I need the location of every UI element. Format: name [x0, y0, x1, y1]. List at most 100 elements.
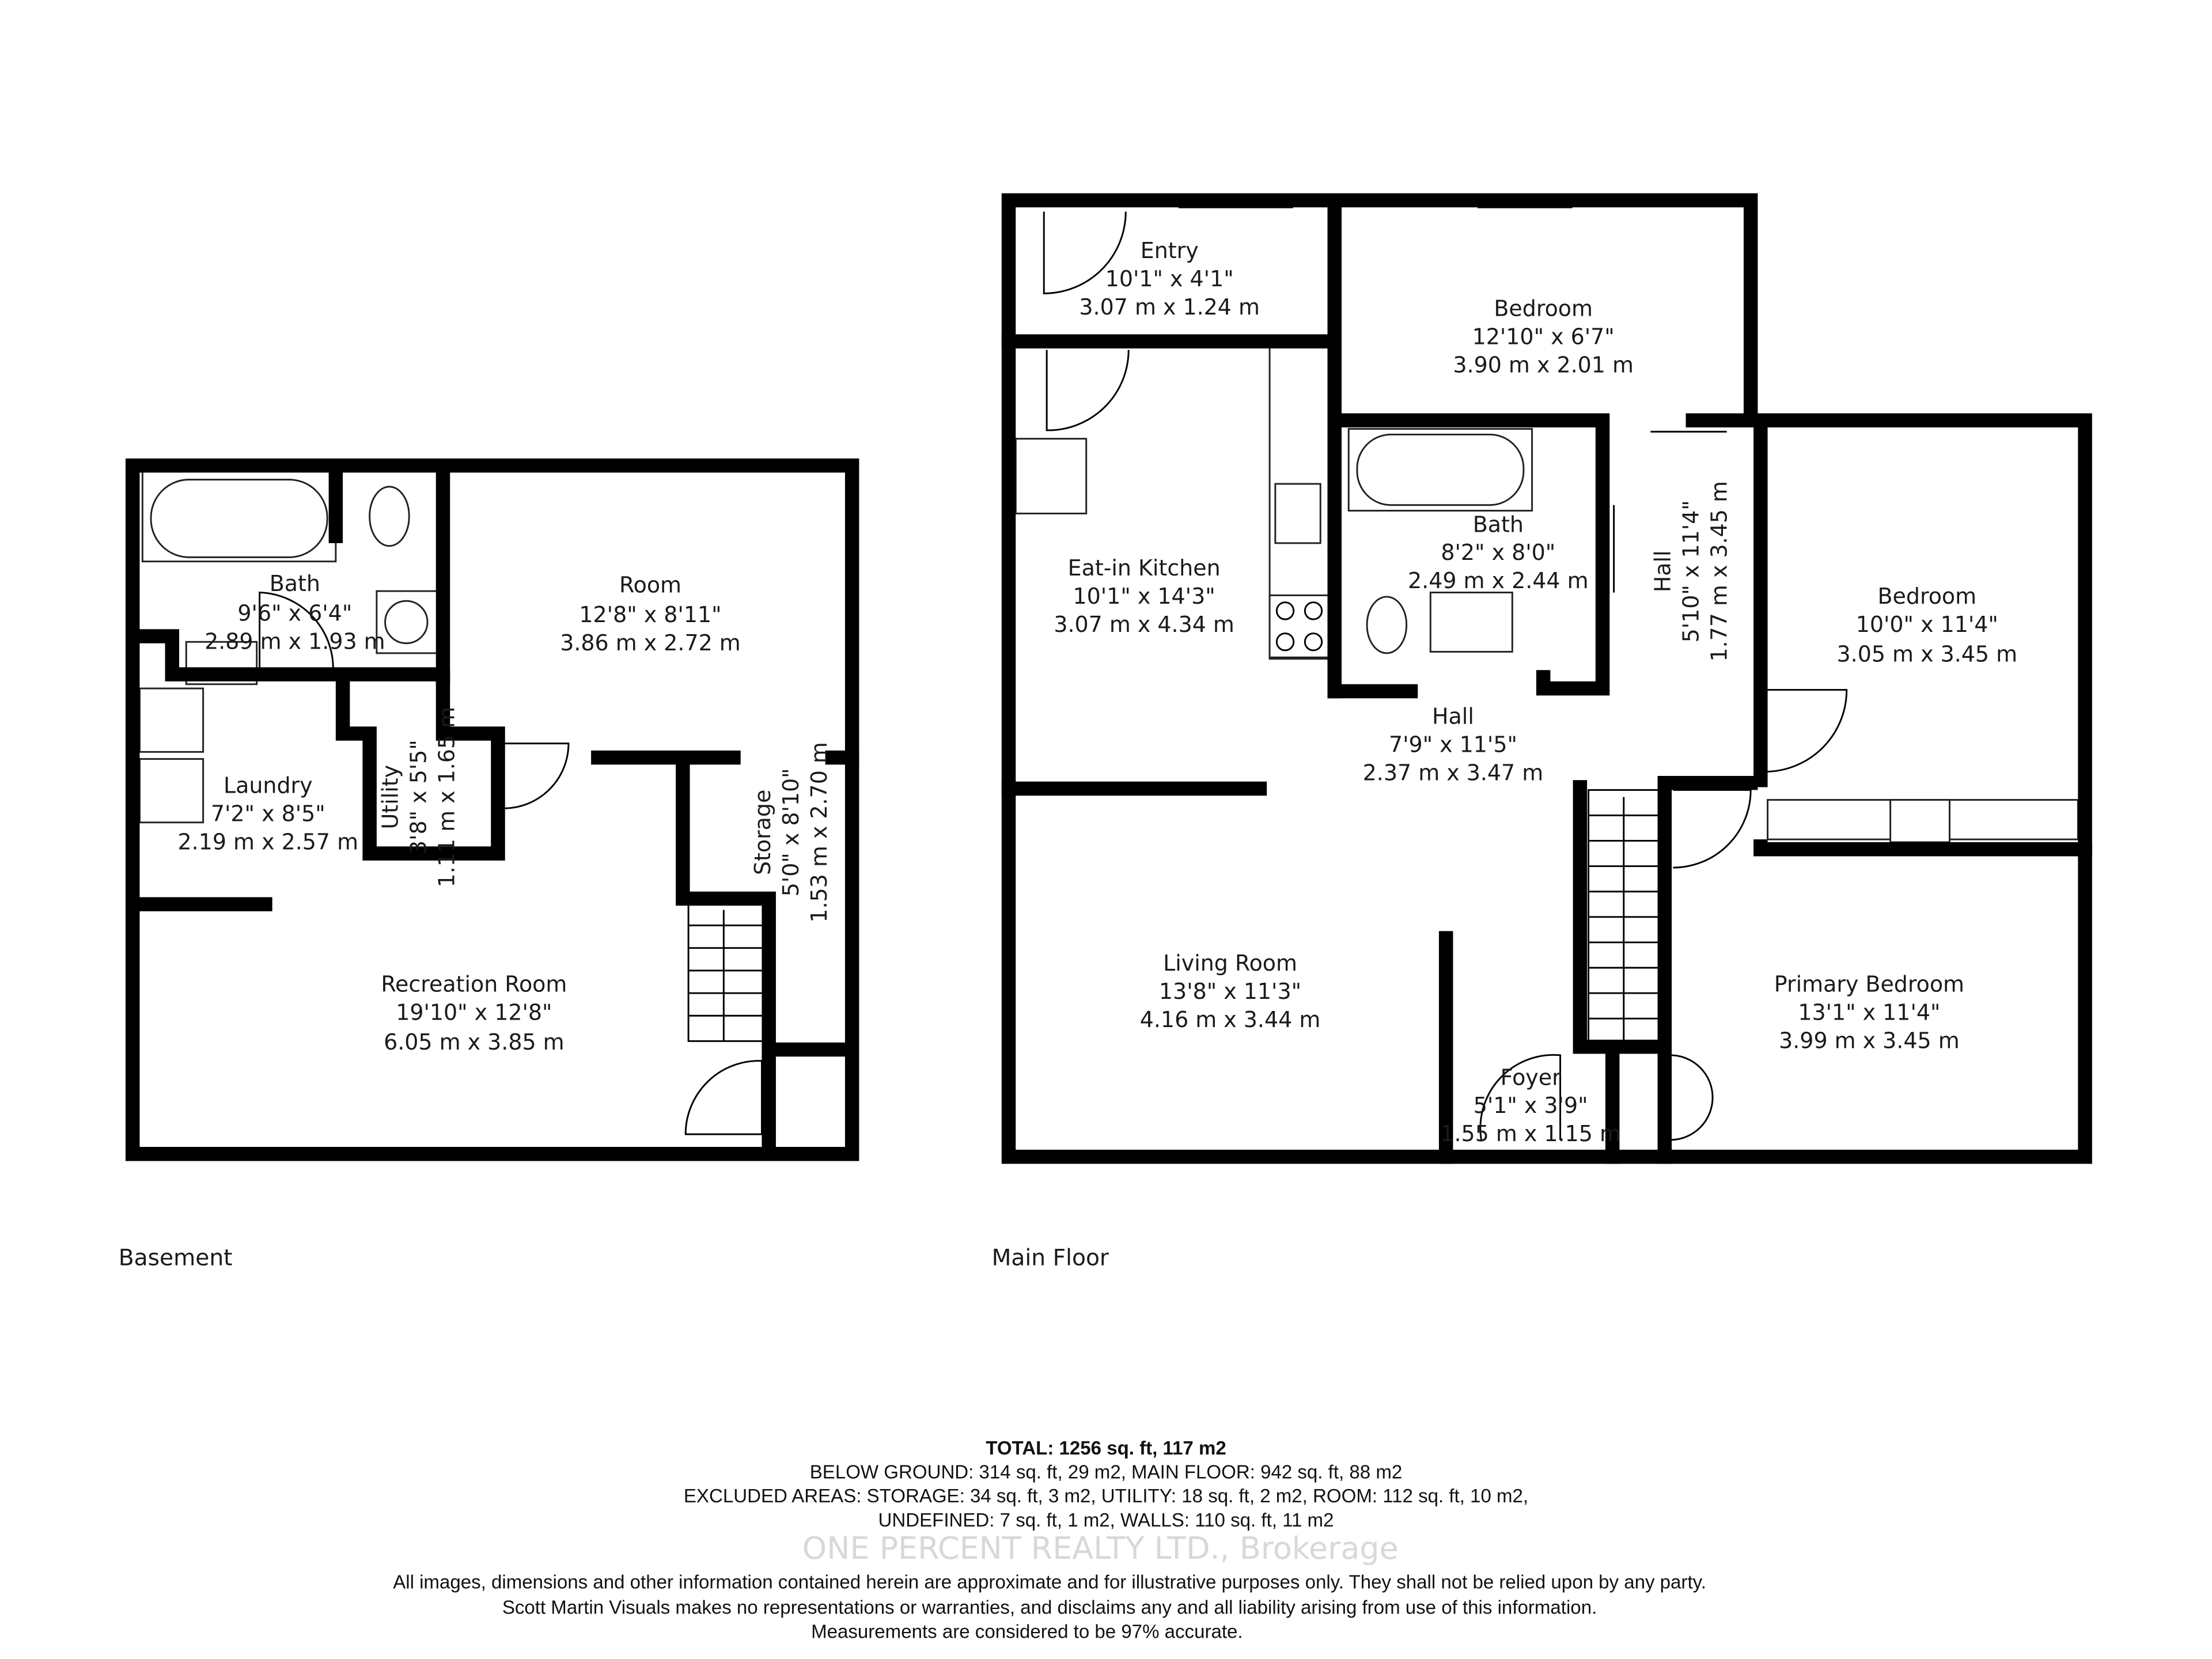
svg-text:Utility: Utility	[378, 765, 403, 830]
disclaimer: All images, dimensions and other informa…	[393, 1572, 1706, 1643]
room-label-eat-in-kitchen: Eat-in Kitchen 10'1" x 14'3" 3.07 m x 4.…	[1054, 555, 1234, 637]
room-label-room: Room 12'8" x 8'11" 3.86 m x 2.72 m	[560, 573, 741, 656]
door-kitchen	[1046, 350, 1130, 431]
room-label-recreation-room: Recreation Room 19'10" x 12'8" 6.05 m x …	[381, 972, 567, 1055]
disclaimer-line: Measurements are considered to be 97% ac…	[811, 1621, 1243, 1642]
kitchen-sink	[1274, 483, 1321, 544]
door-closet	[1669, 1054, 1714, 1141]
svg-text:4.16 m x 3.44 m: 4.16 m x 3.44 m	[1140, 1007, 1321, 1032]
toilet	[1366, 596, 1408, 654]
washer	[138, 687, 204, 753]
svg-text:19'10" x 12'8": 19'10" x 12'8"	[396, 1000, 552, 1025]
room-label-living-room: Living Room 13'8" x 11'3" 4.16 m x 3.44 …	[1140, 950, 1321, 1032]
svg-text:Recreation Room: Recreation Room	[381, 972, 567, 997]
svg-text:3.07 m x 1.24 m: 3.07 m x 1.24 m	[1079, 294, 1260, 320]
room-label-bedroom-1: Bedroom 12'10" x 6'7" 3.90 m x 2.01 m	[1453, 296, 1634, 378]
toilet	[369, 486, 410, 547]
svg-text:7'2" x 8'5": 7'2" x 8'5"	[211, 801, 325, 826]
summary-line: UNDEFINED: 7 sq. ft, 1 m2, WALLS: 110 sq…	[878, 1510, 1334, 1531]
svg-text:3.86 m x 2.72 m: 3.86 m x 2.72 m	[560, 630, 741, 656]
room-label-basement-bath: Bath 9'6" x 6'4" 2.89 m x 1.93 m	[204, 571, 385, 654]
svg-text:13'1" x 11'4": 13'1" x 11'4"	[1798, 1000, 1940, 1025]
door-foyer	[1479, 1054, 1562, 1141]
svg-text:Room: Room	[619, 573, 681, 598]
svg-text:2.37 m x 3.47 m: 2.37 m x 3.47 m	[1363, 760, 1544, 785]
door-bath	[259, 592, 334, 675]
svg-text:Laundry: Laundry	[224, 772, 313, 798]
svg-text:Hall: Hall	[1650, 550, 1676, 592]
svg-text:12'10" x 6'7": 12'10" x 6'7"	[1472, 324, 1615, 350]
svg-text:Hall: Hall	[1432, 703, 1474, 729]
room-label-hall: Hall 7'9" x 11'5" 2.37 m x 3.47 m	[1363, 703, 1544, 785]
svg-text:3.07 m x 4.34 m: 3.07 m x 4.34 m	[1054, 612, 1234, 637]
svg-text:10'1" x 14'3": 10'1" x 14'3"	[1073, 584, 1215, 609]
svg-text:2.89 m x 1.93 m: 2.89 m x 1.93 m	[204, 629, 385, 654]
wall-corner	[1331, 685, 1397, 697]
summary-line: EXCLUDED AREAS: STORAGE: 34 sq. ft, 3 m2…	[684, 1486, 1528, 1507]
room-label-utility: Utility 3'8" x 5'5" 1.11 m x 1.65 m	[378, 707, 460, 888]
svg-text:9'6" x 6'4": 9'6" x 6'4"	[237, 601, 352, 626]
vanity	[1429, 592, 1513, 653]
door-utility	[498, 743, 570, 809]
svg-text:Primary Bedroom: Primary Bedroom	[1774, 972, 1964, 997]
basement-walls	[125, 458, 859, 1161]
svg-text:1.77 m x 3.45 m: 1.77 m x 3.45 m	[1707, 481, 1732, 662]
room-label-primary-bedroom: Primary Bedroom 13'1" x 11'4" 3.99 m x 3…	[1774, 972, 1964, 1054]
svg-text:13'8" x 11'3": 13'8" x 11'3"	[1159, 979, 1301, 1004]
room-label-storage: Storage 5'0" x 8'10" 1.53 m x 2.70 m	[750, 742, 832, 923]
svg-text:Bedroom: Bedroom	[1494, 296, 1593, 321]
closet-box	[1889, 799, 1950, 843]
main-floor-walls	[1001, 193, 2092, 1164]
svg-text:3'8" x 5'5": 3'8" x 5'5"	[406, 740, 431, 854]
svg-text:1.55 m x 1.15 m: 1.55 m x 1.15 m	[1440, 1121, 1621, 1146]
main-stairs	[1588, 789, 1660, 1042]
svg-text:2.49 m x 2.44 m: 2.49 m x 2.44 m	[1408, 568, 1589, 593]
svg-text:Living Room: Living Room	[1163, 950, 1297, 976]
svg-text:5'10" x 11'4": 5'10" x 11'4"	[1679, 500, 1704, 642]
svg-text:8'2" x 8'0": 8'2" x 8'0"	[1441, 540, 1555, 565]
door-entry	[1043, 211, 1127, 294]
svg-text:Bath: Bath	[1473, 512, 1524, 537]
stove-burner	[1304, 601, 1323, 620]
bathtub-basin	[150, 479, 328, 558]
svg-text:Bedroom: Bedroom	[1878, 584, 1977, 609]
door-primary-bedroom	[1673, 789, 1752, 869]
floor-label-main: Main Floor	[992, 1245, 1109, 1271]
disclaimer-line: All images, dimensions and other informa…	[393, 1572, 1706, 1593]
svg-text:7'9" x 11'5": 7'9" x 11'5"	[1389, 732, 1517, 757]
svg-text:10'0" x 11'4": 10'0" x 11'4"	[1856, 612, 1998, 637]
summary-line: BELOW GROUND: 314 sq. ft, 29 m2, MAIN FL…	[810, 1462, 1402, 1483]
svg-text:3.99 m x 3.45 m: 3.99 m x 3.45 m	[1779, 1028, 1960, 1054]
svg-text:Storage: Storage	[750, 790, 775, 875]
watermark: ONE PERCENT REALTY LTD., Brokerage	[802, 1530, 1399, 1566]
svg-text:Bath: Bath	[270, 571, 320, 596]
svg-text:2.19 m x 2.57 m: 2.19 m x 2.57 m	[178, 829, 359, 854]
room-label-entry: Entry 10'1" x 4'1" 3.07 m x 1.24 m	[1079, 238, 1260, 320]
room-label-hall-vertical: Hall 5'10" x 11'4" 1.77 m x 3.45 m	[1650, 481, 1732, 662]
svg-text:1.53 m x 2.70 m: 1.53 m x 2.70 m	[806, 742, 832, 923]
room-label-foyer: Foyer 5'1" x 3'9" 1.55 m x 1.15 m	[1440, 1065, 1621, 1146]
svg-text:12'8" x 8'11": 12'8" x 8'11"	[579, 602, 721, 627]
total-area: TOTAL: 1256 sq. ft, 117 m2	[986, 1438, 1226, 1459]
svg-text:6.05 m x 3.85 m: 6.05 m x 3.85 m	[384, 1029, 565, 1055]
svg-text:Entry: Entry	[1141, 238, 1199, 263]
svg-text:5'1" x 3'9": 5'1" x 3'9"	[1474, 1093, 1588, 1118]
svg-text:Foyer: Foyer	[1501, 1065, 1561, 1090]
disclaimer-line: Scott Martin Visuals makes no representa…	[502, 1597, 1597, 1619]
basement-plan	[125, 458, 859, 1161]
svg-text:3.90 m x 2.01 m: 3.90 m x 2.01 m	[1453, 353, 1634, 378]
area-summary: TOTAL: 1256 sq. ft, 117 m2 BELOW GROUND:…	[684, 1438, 1528, 1531]
room-label-bedroom-2: Bedroom 10'0" x 11'4" 3.05 m x 3.45 m	[1837, 584, 2018, 666]
room-label-main-bath: Bath 8'2" x 8'0" 2.49 m x 2.44 m	[1408, 512, 1589, 593]
basement-stairs	[687, 902, 767, 1042]
room-label-laundry: Laundry 7'2" x 8'5" 2.19 m x 2.57 m	[178, 772, 359, 854]
stove-burner	[1275, 632, 1295, 652]
svg-text:5'0" x 8'10": 5'0" x 8'10"	[778, 768, 804, 896]
floor-label-basement: Basement	[119, 1245, 233, 1271]
stove-burner	[1304, 632, 1323, 652]
svg-text:Eat-in Kitchen: Eat-in Kitchen	[1068, 555, 1221, 581]
fridge	[1014, 438, 1088, 514]
bathtub-basin	[1356, 433, 1525, 506]
stove-burner	[1275, 601, 1295, 620]
